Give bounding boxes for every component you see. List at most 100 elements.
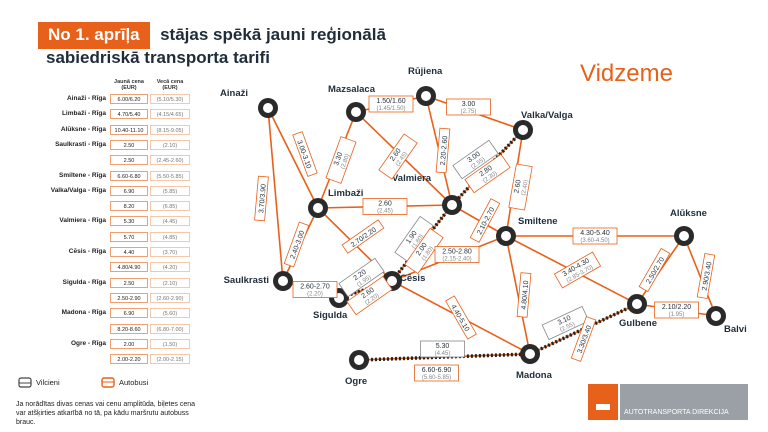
- price-tag-gulbene_balvi: 2.10/2.20(1.95): [654, 301, 699, 319]
- city-node-smiltene: [496, 226, 516, 246]
- route-name: Alūksne - Rīga: [60, 125, 106, 133]
- table-row: 2.00-2.20(2.00-2.15): [22, 353, 192, 365]
- price-tag-limbazi_valmiera: 2.60(2.45): [362, 198, 408, 215]
- table-row: Saulkrasti - Rīga 2.50(2.10): [22, 139, 192, 151]
- footnote: Ja norādītas divas cenas vai cenu amplit…: [16, 401, 195, 426]
- legend-train-label: Vilcieni: [36, 378, 60, 387]
- city-label-smiltene: Smiltene: [518, 216, 558, 227]
- price-old: (2.40): [521, 180, 530, 196]
- route-name: Madona - Rīga: [61, 309, 106, 317]
- old-price: (5.60): [150, 308, 190, 319]
- price-old: (1.95): [669, 312, 685, 318]
- price-tag-sigulda_cesis_train: 2.20(1.95): [338, 257, 385, 298]
- price-tag-aluksne_balvi: 2.90/3.40: [696, 253, 716, 299]
- price-new: 4.30-5.40: [580, 230, 610, 237]
- city-node-mazsalaca: [346, 102, 366, 122]
- city-node-limbazi: [308, 198, 328, 218]
- new-price: 10.40-11.10: [110, 124, 148, 135]
- price-old: (2.15-2.40): [442, 257, 471, 263]
- price-tag-ainazi_saulkrasti: 3.70/3.90: [254, 175, 269, 222]
- price-tag-rujiena_valka: 3.00(2.75): [446, 98, 491, 116]
- new-price: 2.50: [110, 155, 148, 166]
- new-price: 6.90: [110, 185, 148, 196]
- price-new: 2.50-2.80: [442, 249, 472, 256]
- old-price: (5.85): [150, 185, 190, 196]
- new-price: 2.50: [110, 139, 148, 150]
- price-new: 2.20-2.60: [440, 135, 450, 165]
- old-price: (2.10): [150, 139, 190, 150]
- price-tag-valmiera_cesis_bus: 2.00(1.80): [404, 227, 444, 275]
- route-name: Valmiera - Rīga: [59, 217, 106, 225]
- new-price: 2.00-2.20: [110, 354, 148, 365]
- price-tag-smiltene_madona: 4.80/4.10: [516, 272, 532, 318]
- price-tag-valka_valmiera_train: 3.00(2.55): [452, 139, 499, 180]
- city-node-rujiena: [416, 86, 436, 106]
- price-new: 1.50/1.60: [376, 98, 405, 105]
- city-label-saulkrasti: Saulkrasti: [224, 275, 269, 286]
- price-tag-limbazi_saulkrasti: 2.40-3.00: [283, 221, 310, 268]
- bus-icon: [101, 377, 115, 388]
- route-line-aluksne-balvi: [683, 235, 717, 317]
- route-name: Smiltene - Rīga: [59, 171, 106, 179]
- new-price: 4.70/5.40: [110, 109, 148, 120]
- price-tag-valka_smiltene: 2.60(2.40): [508, 163, 533, 211]
- price-old: (5.60-5.85): [422, 375, 451, 381]
- old-price: (8.15-9.05): [150, 124, 190, 135]
- legend-icons: [18, 377, 115, 388]
- price-old: (4.45): [435, 351, 451, 357]
- city-label-gulbene: Gulbene: [619, 318, 657, 329]
- new-price: 6.00/6.20: [110, 94, 148, 104]
- city-node-aluksne: [674, 226, 694, 246]
- old-price: (4.15/4.65): [150, 109, 190, 120]
- city-node-ogre: [349, 350, 369, 370]
- train-icon: [18, 377, 32, 388]
- price-new: 2.60: [378, 201, 392, 208]
- city-node-madona: [520, 344, 540, 364]
- price-tag-mazsalaca_rujiena: 1.50/1.60(1.45/1.50): [368, 95, 414, 113]
- region-title: Vidzeme: [580, 60, 673, 87]
- col-old-header: Vecā cena (EUR): [156, 79, 184, 91]
- route-name: Saulkrasti - Rīga: [55, 140, 106, 148]
- headline-line2: sabiedriskā transporta tarifi: [46, 48, 270, 67]
- price-tag-ainazi_limbazi: 3.00-3.10: [292, 131, 318, 177]
- route-name: Ainaži - Rīga: [66, 95, 106, 102]
- price-new: 3.00: [462, 101, 476, 108]
- new-price: 6.60-6.80: [110, 170, 148, 181]
- table-row: 4.80/4.90(4.20): [22, 261, 192, 273]
- new-price: 4.80/4.90: [110, 262, 148, 273]
- route-line-ainazi-saulkrasti: [267, 107, 284, 282]
- new-price: 6.90: [110, 308, 148, 319]
- route-name: Valka/Valga - Rīga: [50, 186, 106, 194]
- price-new: 2.90/3.40: [701, 261, 713, 291]
- price-tag-ogre_madona_train: 5.30(4.45): [420, 340, 465, 358]
- table-row: Alūksne - Rīga 10.40-11.10(8.15-9.05): [22, 124, 192, 136]
- price-new: 2.10/2.20: [662, 304, 691, 311]
- old-price: (4.20): [150, 262, 190, 273]
- city-label-limbazi: Limbaži: [328, 188, 363, 199]
- route-name: Sigulda - Rīga: [62, 278, 106, 286]
- old-price: (3.70): [150, 247, 190, 257]
- price-new: 4.80/4.10: [521, 280, 531, 310]
- price-tag-ogre_madona_bus: 6.60-6.90(5.60-5.85): [414, 364, 459, 382]
- new-price: 8.20: [110, 201, 148, 212]
- route-line-smiltene-madona: [505, 235, 531, 355]
- price-old: (2.20): [307, 292, 323, 298]
- city-node-valka: [513, 120, 533, 140]
- table-row: Valmiera - Rīga 5.30(4.45): [22, 215, 192, 227]
- headline-line1: stājas spēkā jauni reģionālā: [160, 25, 386, 44]
- new-price: 5.30: [110, 216, 148, 227]
- new-price: 4.40: [110, 247, 148, 257]
- old-price: (4.45): [150, 216, 190, 227]
- price-tag-smiltene_gulbene: 3.40-4.30(2.85-3.70): [553, 251, 602, 289]
- price-new: 2.60-2.70: [300, 284, 330, 291]
- price-old: (2.75): [461, 109, 477, 115]
- city-label-cesis: Cēsis: [400, 273, 425, 284]
- header: No 1. aprīļa stājas spēkā jauni reģionāl…: [38, 22, 386, 67]
- logo-mark: [588, 384, 618, 420]
- city-label-valka: Valka/Valga: [521, 110, 573, 121]
- old-price: (6.80-7.00): [150, 323, 190, 334]
